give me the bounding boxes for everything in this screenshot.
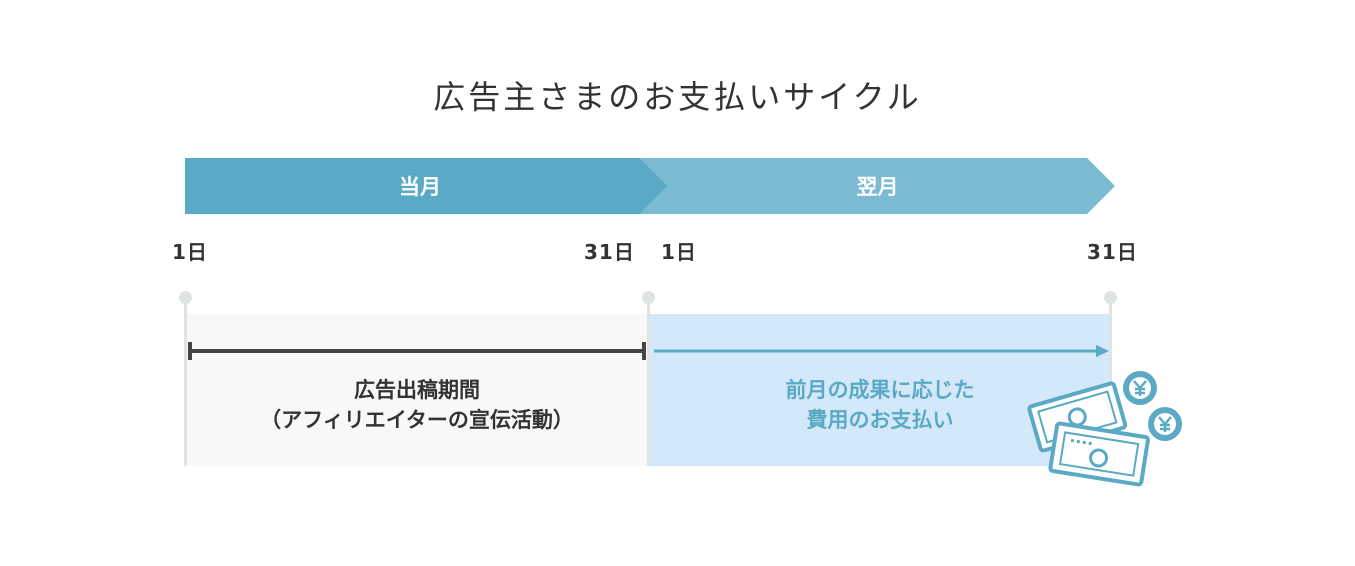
day-label-current-start: 1日: [172, 240, 208, 264]
banner-next-arrow: [640, 158, 1115, 214]
promotion-description: 広告出稿期間 （アフィリエイターの宣伝活動）: [187, 375, 647, 435]
promotion-description-line1: 広告出稿期間: [354, 378, 480, 402]
day-label-next-end: 31日: [1087, 240, 1138, 264]
phase-next-label: 翌月: [856, 175, 899, 199]
banknote-icon: [1048, 421, 1150, 487]
marker-line-end: [1109, 297, 1112, 387]
payment-description-line1: 前月の成果に応じた: [785, 378, 975, 402]
payment-description: 前月の成果に応じた 費用のお支払い: [650, 375, 1110, 435]
promotion-period-panel: [187, 314, 647, 466]
promotion-description-line2: （アフィリエイターの宣伝活動）: [260, 408, 574, 432]
marker-dot-end: [1104, 291, 1117, 304]
payment-period-panel: [650, 314, 1110, 466]
marker-line-middle: [647, 297, 650, 466]
money-illustration: [1027, 371, 1182, 487]
marker-dot-middle: [642, 291, 655, 304]
day-label-next-start: 1日: [661, 240, 697, 264]
phase-current-label: 当月: [399, 175, 441, 199]
payment-range-arrow: [654, 345, 1109, 357]
payment-description-line2: 費用のお支払い: [806, 408, 954, 432]
yen-coin-icon: [1123, 371, 1157, 405]
marker-dot-start: [179, 291, 192, 304]
marker-line-start: [184, 297, 187, 466]
page-title: 広告主さまのお支払いサイクル: [433, 78, 922, 116]
yen-coin-icon: [1148, 407, 1182, 441]
day-label-current-end: 31日: [584, 240, 635, 264]
promotion-range-bar: [188, 342, 646, 360]
banner-current-arrow: [185, 158, 668, 214]
